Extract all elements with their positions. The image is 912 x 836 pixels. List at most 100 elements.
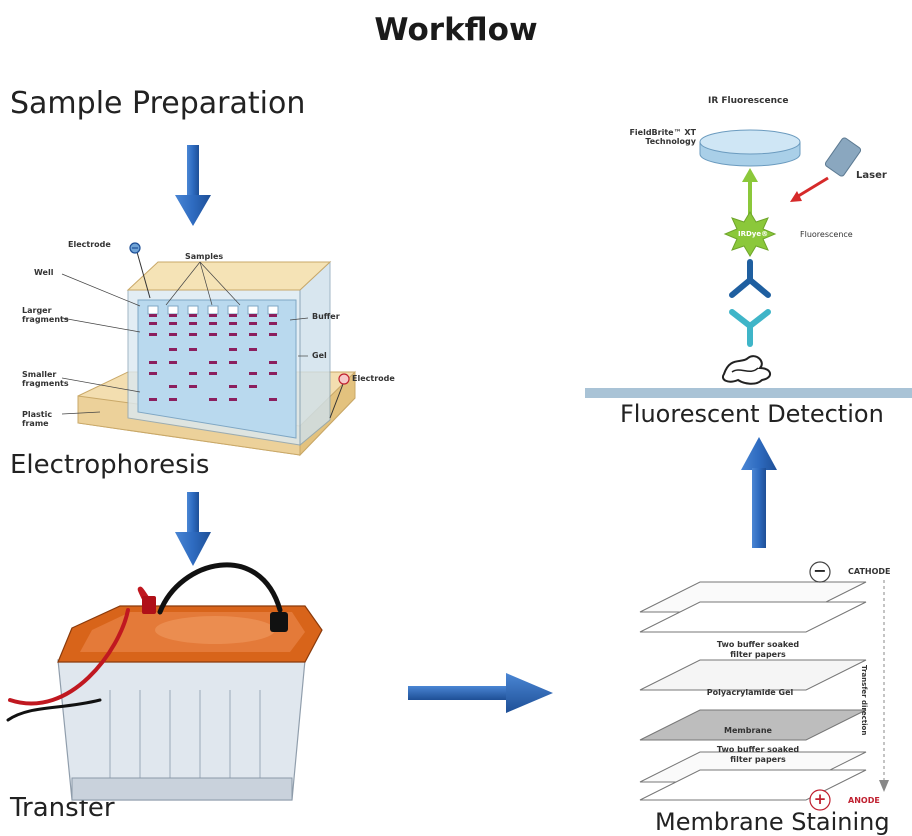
label-larger-fragments: Larger fragments — [22, 306, 69, 324]
label-bottom-filter: Two buffer soaked filter papers — [716, 745, 800, 764]
electrode-top — [129, 242, 151, 299]
secondary-antibody — [729, 259, 771, 298]
gel-bands — [147, 305, 279, 401]
gel-band — [169, 333, 177, 336]
gel-band — [169, 348, 177, 351]
black-plug — [270, 612, 288, 632]
label-plastic-frame: Plastic frame — [22, 410, 53, 428]
label-anode: ANODE — [848, 796, 880, 805]
step-membrane-staining: Membrane Staining — [655, 808, 890, 836]
gel-band — [189, 314, 197, 317]
label-polyacrylamide-gel: Polyacrylamide Gel — [706, 688, 794, 697]
stack-bottom-filter-b — [639, 769, 867, 801]
detector-lens — [699, 129, 801, 167]
arrow-down-2 — [175, 492, 211, 566]
gel-band — [269, 333, 277, 336]
gel-band — [229, 314, 237, 317]
gel-band — [229, 398, 237, 401]
label-buffer: Buffer — [312, 312, 340, 321]
gel-band — [249, 348, 257, 351]
laser-beam — [794, 176, 829, 200]
gel-band — [249, 322, 257, 325]
label-laser: Laser — [856, 170, 887, 181]
gel-band — [209, 314, 217, 317]
anode-plus: + — [813, 790, 827, 808]
label-fluorescence: Fluorescence — [800, 230, 853, 239]
gel-band — [189, 348, 197, 351]
label-electrode-top: Electrode — [68, 240, 111, 249]
gel-leader-lines — [61, 261, 309, 415]
gel-band — [169, 398, 177, 401]
gel-band — [209, 322, 217, 325]
label-electrode-right: Electrode — [352, 374, 395, 383]
gel-band — [169, 322, 177, 325]
step-sample-preparation: Sample Preparation — [10, 86, 306, 121]
target-protein — [722, 355, 771, 385]
label-ir-fluorescence: IR Fluorescence — [708, 96, 789, 106]
gel-band — [169, 361, 177, 364]
step-fluorescent-detection: Fluorescent Detection — [620, 400, 884, 428]
label-well: Well — [34, 268, 54, 277]
stack-gel — [639, 659, 867, 691]
gel-band — [249, 314, 257, 317]
stack-membrane — [639, 709, 867, 741]
label-fieldbrite: FieldBrite™ XT Technology — [629, 128, 696, 146]
membrane-bar — [585, 388, 912, 398]
gel-band — [209, 361, 217, 364]
gel-band — [249, 372, 257, 375]
gel-band — [209, 398, 217, 401]
gel-band — [249, 333, 257, 336]
gel-band — [149, 398, 157, 401]
gel-band — [269, 372, 277, 375]
arrow-right — [408, 673, 553, 713]
cathode-minus: − — [813, 561, 827, 580]
cathode-symbol — [809, 561, 831, 583]
arrow-up — [741, 437, 777, 548]
step-electrophoresis: Electrophoresis — [10, 450, 210, 480]
irdye-star — [723, 211, 777, 257]
gel-band — [189, 372, 197, 375]
gel-band — [229, 361, 237, 364]
label-top-filter: Two buffer soaked filter papers — [716, 640, 800, 659]
gel-band — [149, 322, 157, 325]
gel-band — [269, 322, 277, 325]
gel-band — [229, 322, 237, 325]
label-irdye: IRDye® — [738, 230, 769, 238]
label-membrane: Membrane — [724, 726, 772, 735]
gel-band — [149, 333, 157, 336]
gel-band — [269, 314, 277, 317]
gel-band — [209, 333, 217, 336]
anode-symbol — [809, 789, 831, 811]
gel-band — [249, 385, 257, 388]
gel-band — [209, 372, 217, 375]
gel-band — [269, 361, 277, 364]
label-gel: Gel — [312, 351, 327, 360]
gel-band — [269, 398, 277, 401]
primary-antibody — [729, 309, 771, 347]
gel-band — [149, 361, 157, 364]
gel-band — [189, 322, 197, 325]
gel-band — [189, 333, 197, 336]
gel-band — [229, 333, 237, 336]
label-cathode: CATHODE — [848, 567, 891, 576]
electrode-right — [329, 373, 350, 419]
gel-band — [189, 385, 197, 388]
gel-band — [149, 372, 157, 375]
gel-band — [229, 348, 237, 351]
label-smaller-fragments: Smaller fragments — [22, 370, 69, 388]
stack-top-filter-b — [639, 601, 867, 633]
red-plug — [142, 596, 156, 614]
label-samples: Samples — [185, 252, 224, 261]
gel-band — [169, 314, 177, 317]
gel-band — [169, 385, 177, 388]
diagram-title: Workflow — [374, 12, 538, 48]
laser-device — [824, 137, 862, 177]
arrow-down-1 — [175, 145, 211, 226]
gel-band — [229, 385, 237, 388]
gel-band — [149, 314, 157, 317]
